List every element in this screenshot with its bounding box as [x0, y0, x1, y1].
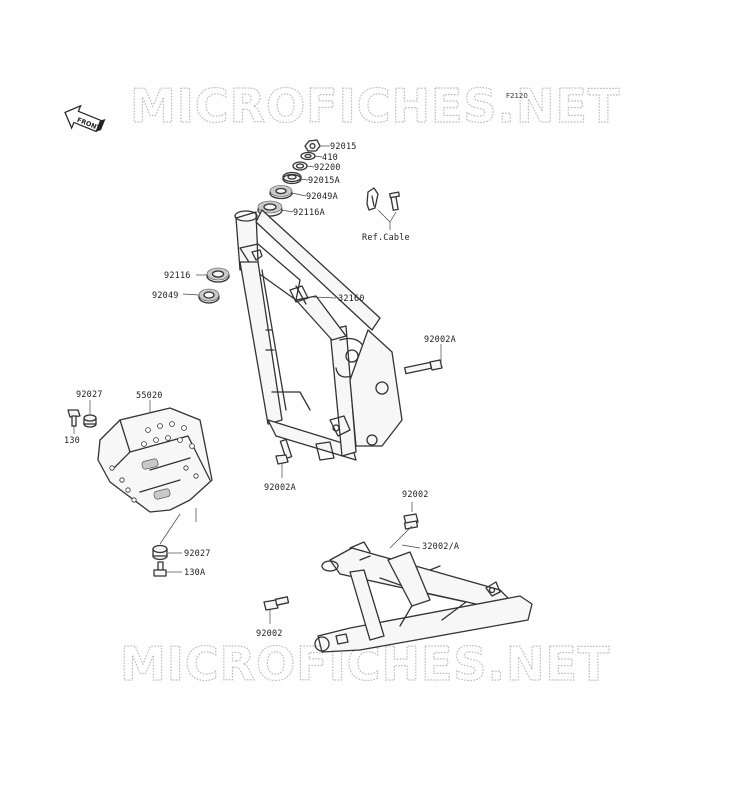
- collar-top-icon: [83, 400, 97, 428]
- label-92200: 92200: [314, 163, 341, 173]
- bolt-130a-icon: [153, 561, 182, 577]
- cable-clip: [366, 187, 400, 230]
- label-92002a-bottom: 92002A: [264, 483, 296, 493]
- main-frame: [234, 209, 403, 461]
- label-92002-left: 92002: [256, 629, 283, 639]
- bolt-subframe-top-icon: [389, 502, 419, 549]
- label-92049: 92049: [152, 291, 179, 301]
- label-410: 410: [322, 153, 338, 163]
- label-92002a-right: 92002A: [424, 335, 456, 345]
- front-arrow-icon: FRONT: [64, 104, 106, 133]
- label-92015a: 92015A: [308, 176, 340, 186]
- label-32002a: 32002/A: [422, 542, 459, 552]
- bolt-right-icon: [404, 344, 443, 375]
- diagram-code: F2120: [506, 92, 528, 100]
- nut-top-icon: [304, 139, 321, 152]
- sub-frame: [314, 541, 533, 653]
- label-130a: 130A: [184, 568, 205, 578]
- bolt-130-icon: [67, 409, 81, 434]
- label-92015: 92015: [330, 142, 357, 152]
- seal-ring-icon: [292, 161, 308, 171]
- bolt-subframe-left-icon: [263, 596, 290, 624]
- label-92027-top: 92027: [76, 390, 103, 400]
- steering-lower-hardware: [182, 267, 230, 304]
- label-92002-top: 92002: [402, 490, 429, 500]
- label-55020: 55020: [136, 391, 163, 401]
- label-92116: 92116: [164, 271, 191, 281]
- label-32160: 32160: [338, 294, 365, 304]
- collar-bottom-icon: [152, 544, 182, 561]
- bolt-bottom-icon: [275, 438, 293, 478]
- label-92049a: 92049A: [306, 192, 338, 202]
- skid-plate: [97, 400, 213, 522]
- label-130: 130: [64, 436, 80, 446]
- label-ref-cable: Ref.Cable: [362, 233, 410, 243]
- steering-hardware: [257, 139, 330, 217]
- washer-icon: [300, 151, 316, 161]
- label-92116a: 92116A: [293, 208, 325, 218]
- label-92027-bottom: 92027: [184, 549, 211, 559]
- watermark-top: MICROFICHES.NET: [130, 79, 620, 133]
